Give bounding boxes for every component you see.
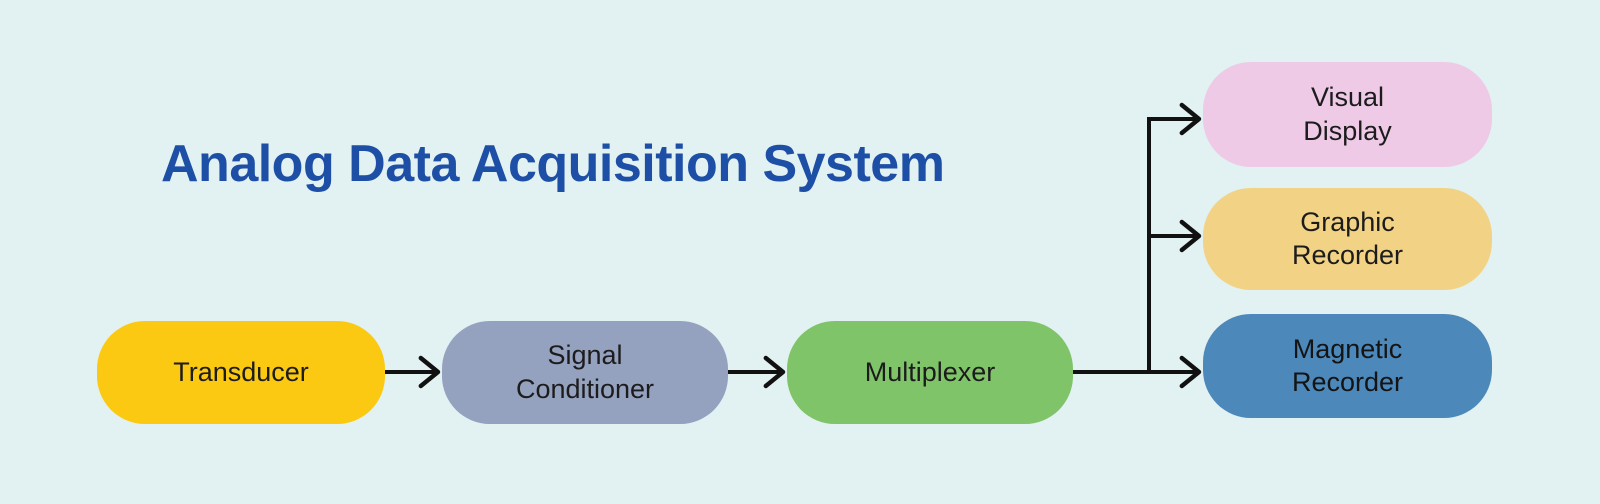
block-multiplexer-label: Multiplexer <box>864 356 996 387</box>
block-magnetic-recorder-label: Magnetic Recorder <box>1291 333 1404 397</box>
block-signal-conditioner: Signal Conditioner <box>442 321 728 424</box>
block-visual-display: Visual Display <box>1203 62 1492 167</box>
block-transducer-label: Transducer <box>173 356 309 387</box>
block-transducer: Transducer <box>97 321 385 424</box>
diagram-title: Analog Data Acquisition System <box>161 135 945 193</box>
arrow-multiplexer-to-visual-display <box>1147 102 1202 372</box>
block-multiplexer: Multiplexer <box>787 321 1073 424</box>
block-graphic-recorder-label: Graphic Recorder <box>1291 206 1404 270</box>
block-signal-conditioner-label: Signal Conditioner <box>515 340 655 404</box>
block-magnetic-recorder: Magnetic Recorder <box>1203 314 1492 418</box>
block-graphic-recorder: Graphic Recorder <box>1203 188 1492 290</box>
block-visual-display-label: Visual Display <box>1303 82 1392 146</box>
